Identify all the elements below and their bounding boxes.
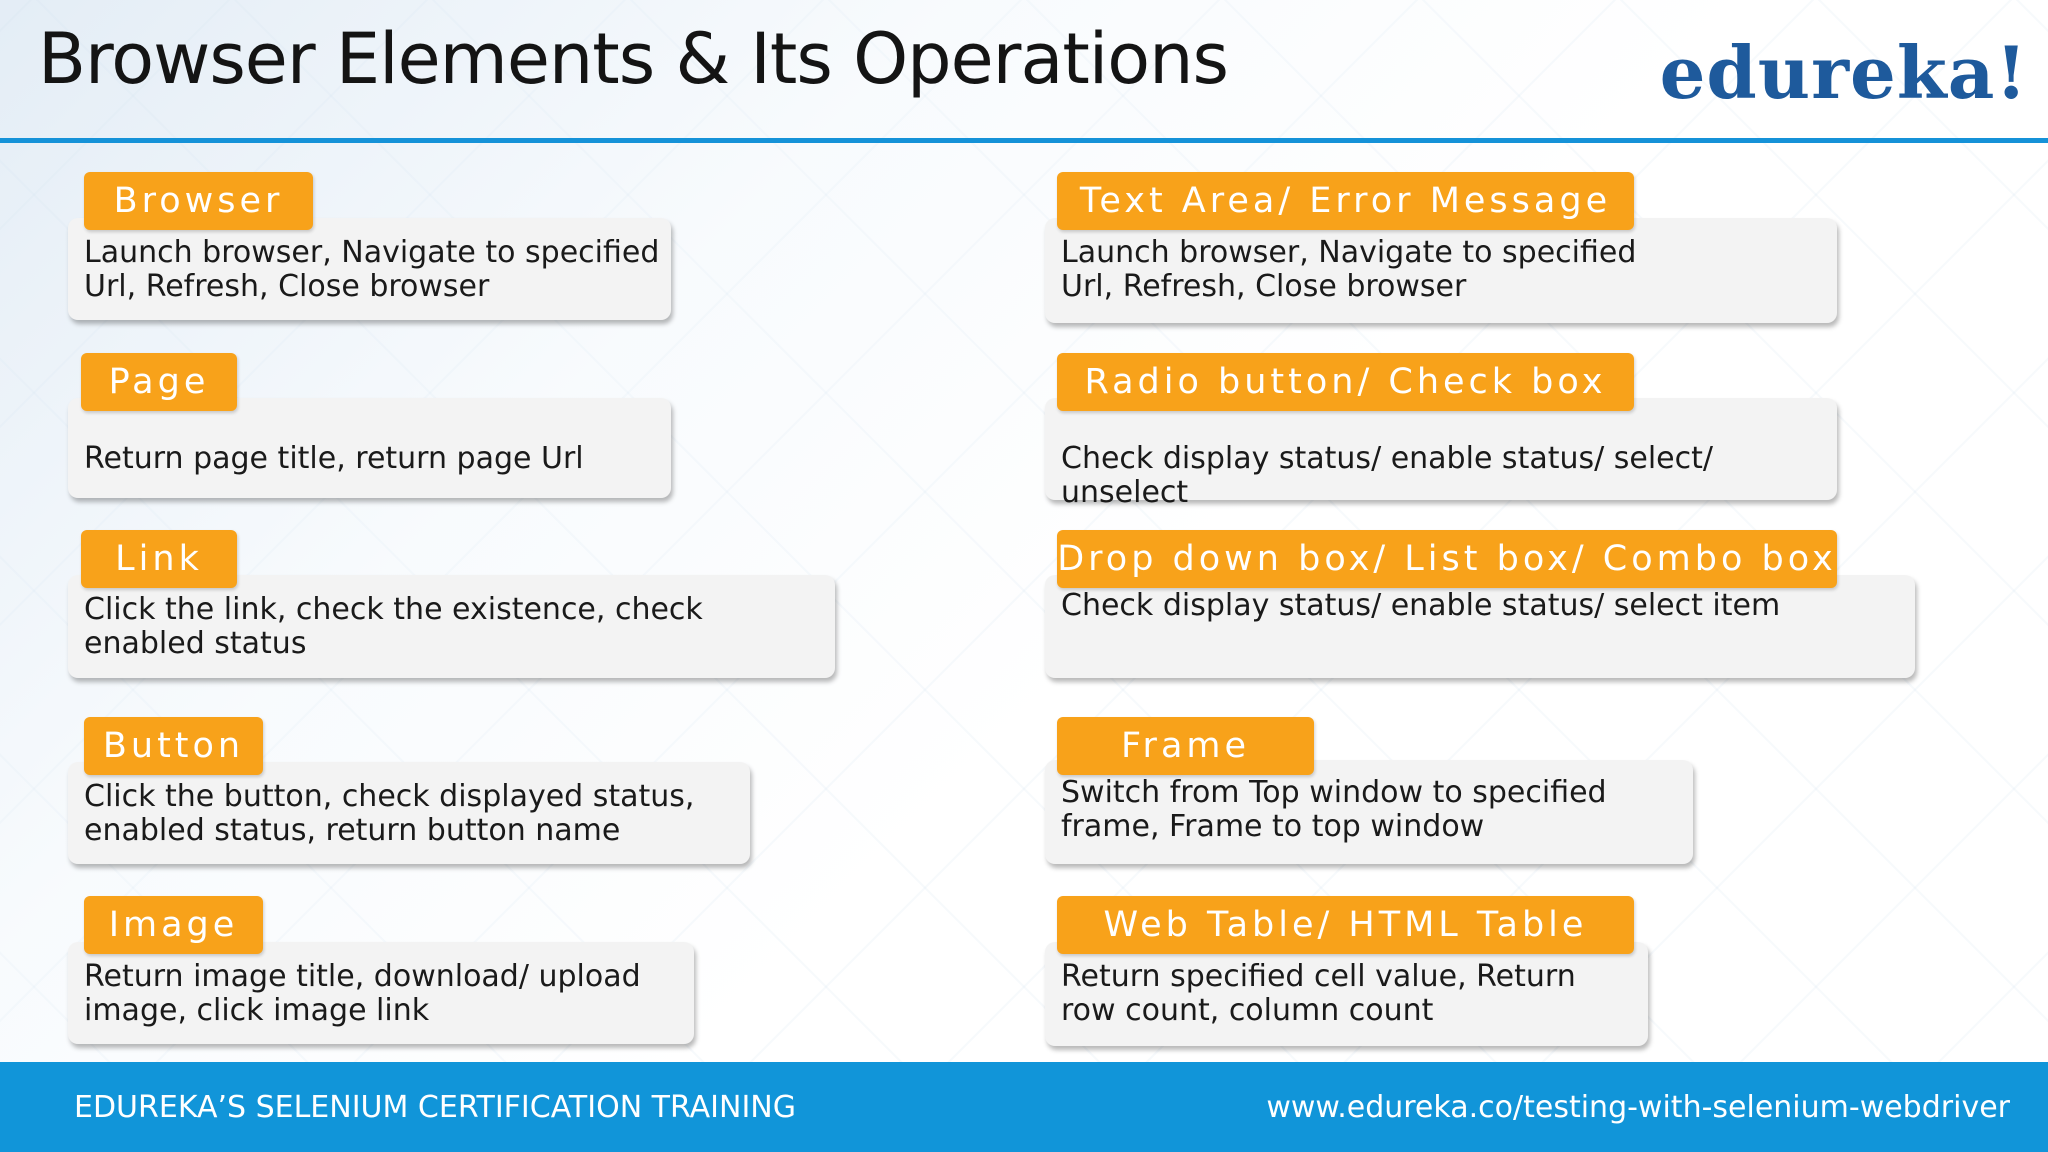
tag-text-area: Text Area/ Error Message (1057, 172, 1634, 230)
edureka-logo: edureka! (1659, 30, 2028, 115)
card-button: Click the button, check displayed status… (68, 762, 750, 864)
card-web-table: Return specified cell value, Return row … (1045, 942, 1648, 1046)
tag-frame: Frame (1057, 717, 1314, 775)
card-frame: Switch from Top window to specified fram… (1045, 760, 1693, 864)
card-description: Return image title, download/ upload ima… (84, 959, 641, 1028)
card-description: Return page title, return page Url (84, 441, 584, 476)
card-dropdown: Check display status/ enable status/ sel… (1045, 575, 1915, 678)
tag-button: Button (84, 717, 263, 775)
footer-course-title: EDUREKA’S SELENIUM CERTIFICATION TRAININ… (74, 1090, 796, 1125)
card-text-area: Launch browser, Navigate to specified Ur… (1045, 218, 1837, 323)
card-description: Launch browser, Navigate to specified Ur… (84, 235, 660, 304)
card-browser: Launch browser, Navigate to specified Ur… (68, 218, 671, 320)
footer-bar: EDUREKA’S SELENIUM CERTIFICATION TRAININ… (0, 1062, 2048, 1152)
card-description: Click the button, check displayed status… (84, 779, 695, 848)
card-image: Return image title, download/ upload ima… (68, 942, 694, 1044)
header-divider (0, 138, 2048, 143)
card-radio-checkbox: Check display status/ enable status/ sel… (1045, 398, 1837, 510)
card-description: Return specified cell value, Return row … (1061, 959, 1576, 1028)
card-description: Click the link, check the existence, che… (84, 592, 703, 661)
tag-link: Link (81, 530, 237, 588)
card-description: Launch browser, Navigate to specified Ur… (1061, 235, 1637, 304)
card-description: Check display status/ enable status/ sel… (1061, 588, 1781, 623)
tag-image: Image (84, 896, 263, 954)
tag-page: Page (81, 353, 237, 411)
tag-dropdown: Drop down box/ List box/ Combo box (1057, 530, 1837, 588)
tag-web-table: Web Table/ HTML Table (1057, 896, 1634, 954)
card-link: Click the link, check the existence, che… (68, 575, 835, 678)
footer-url: www.edureka.co/testing-with-selenium-web… (1266, 1090, 2010, 1125)
tag-radio-checkbox: Radio button/ Check box (1057, 353, 1634, 411)
card-page: Return page title, return page Url (68, 398, 671, 498)
slide-title: Browser Elements & Its Operations (38, 18, 1229, 100)
card-description: Check display status/ enable status/ sel… (1061, 441, 1714, 510)
card-description: Switch from Top window to specified fram… (1061, 775, 1607, 844)
tag-browser: Browser (84, 172, 313, 230)
